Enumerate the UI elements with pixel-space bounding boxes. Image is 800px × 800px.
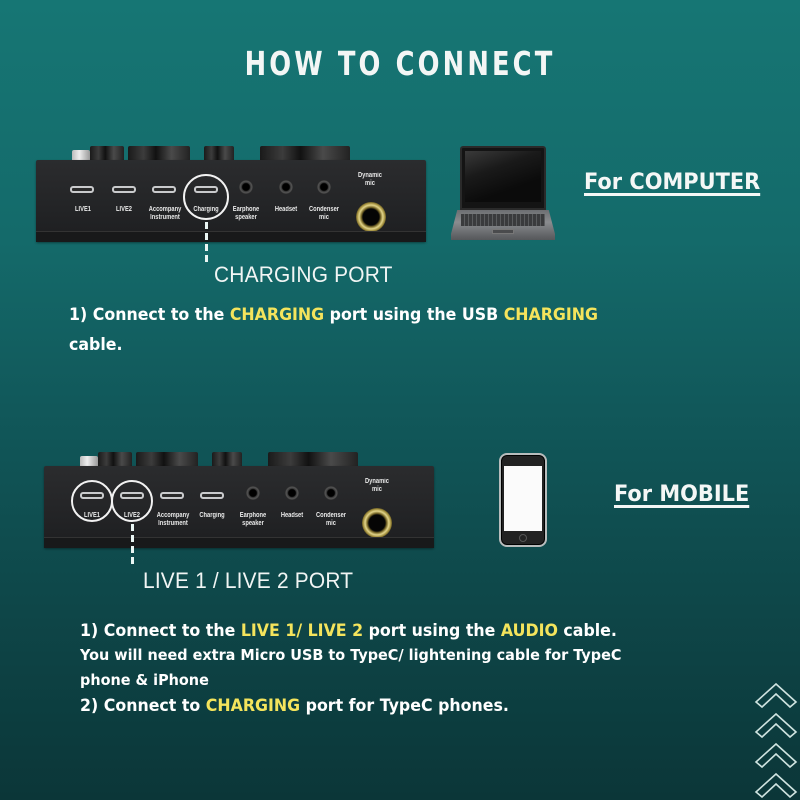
accompany-port-icon (160, 492, 184, 499)
port-label-dynamic: Dynamic mic (358, 172, 382, 187)
port-label-earphone: Earphone speaker (232, 206, 260, 221)
highlight-live-ports: LIVE 1/ LIVE 2 (240, 621, 364, 641)
port-label-headset: Headset (280, 512, 304, 519)
condenser-jack-icon (317, 180, 331, 194)
device-knobs (36, 146, 426, 162)
port-label-accompany: Accompany Instrument (148, 206, 182, 221)
mobile-step-1: 1) Connect to the LIVE 1/ LIVE 2 port us… (80, 621, 617, 641)
highlight-charging: CHARGING (503, 305, 599, 325)
port-label-dynamic: Dynamic mic (365, 478, 389, 493)
for-computer-heading: For COMPUTER (584, 170, 761, 195)
port-label-charging: Charging (199, 512, 225, 519)
earphone-jack-icon (246, 486, 260, 500)
for-mobile-heading: For MOBILE (614, 482, 750, 507)
port-label-live1: LIVE1 (75, 206, 91, 213)
mobile-instructions: 1) Connect to the LIVE 1/ LIVE 2 port us… (80, 616, 740, 646)
port-label-accompany: Accompany Instrument (156, 512, 190, 527)
earphone-jack-icon (239, 180, 253, 194)
port-label-earphone: Earphone speaker (239, 512, 267, 527)
charging-port-pointer-line (205, 222, 208, 262)
port-label-live2: LIVE2 (116, 206, 132, 213)
charging-port-highlight-ring (183, 174, 229, 220)
sound-card-device-computer: LIVE1 LIVE2 Accompany Instrument Chargin… (36, 146, 426, 242)
port-label-condenser: Condenser mic (309, 206, 339, 221)
device-rear-panel: LIVE1 LIVE2 Accompany Instrument Chargin… (36, 160, 426, 242)
laptop-icon (451, 146, 555, 241)
page-title: HOW TO CONNECT (244, 44, 556, 83)
highlight-charging: CHARGING (229, 305, 325, 325)
port-label-headset: Headset (274, 206, 298, 213)
dynamic-mic-jack-icon (362, 508, 392, 538)
charging-port-icon (200, 492, 224, 499)
headset-jack-icon (285, 486, 299, 500)
smartphone-icon (499, 453, 547, 547)
computer-instructions: 1) Connect to the CHARGING port using th… (69, 300, 739, 360)
mobile-note: You will need extra Micro USB to TypeC/ … (80, 646, 622, 689)
headset-jack-icon (279, 180, 293, 194)
mobile-step-2: 2) Connect to CHARGING port for TypeC ph… (80, 696, 509, 716)
condenser-jack-icon (324, 486, 338, 500)
chevron-up-stack-icon (754, 682, 798, 798)
charging-port-caption: CHARGING PORT (214, 262, 393, 287)
live1-port-highlight-ring (71, 480, 113, 522)
accompany-port-icon (152, 186, 176, 193)
live-port-pointer-line (131, 524, 134, 564)
live2-port-icon (112, 186, 136, 193)
port-label-condenser: Condenser mic (316, 512, 346, 527)
computer-step-1: 1) Connect to the CHARGING port using th… (69, 305, 599, 325)
live1-port-icon (70, 186, 94, 193)
highlight-audio: AUDIO (500, 621, 558, 641)
live2-port-highlight-ring (111, 480, 153, 522)
device-knobs (44, 452, 434, 468)
highlight-charging: CHARGING (205, 696, 301, 716)
dynamic-mic-jack-icon (356, 202, 386, 232)
live-port-caption: LIVE 1 / LIVE 2 PORT (143, 568, 354, 593)
